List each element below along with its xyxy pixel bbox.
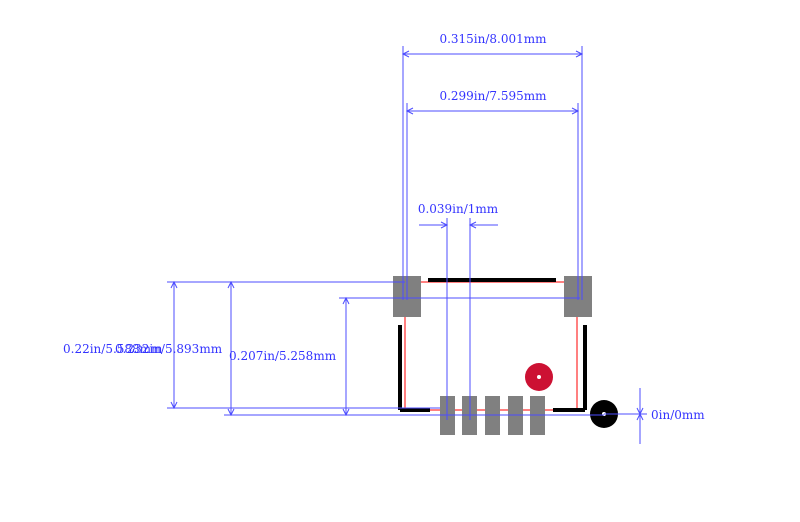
courtyard-outline: [404, 281, 578, 411]
dimension-label-height-c: 0.207in/5.258mm: [229, 349, 337, 363]
dimension-label-origin-offset: 0in/0mm: [651, 408, 705, 422]
pin1-marker: [525, 363, 553, 391]
dimension-width-inner: 0.299in/7.595mm: [405, 89, 580, 300]
dimension-label-height-a: 0.22in/5.588mm: [63, 342, 163, 356]
silkscreen-outline: [398, 278, 587, 412]
dimension-pitch: 0.039in/1mm: [418, 202, 499, 420]
dimension-label-width-outer: 0.315in/8.001mm: [439, 32, 547, 46]
dimension-origin-offset: 0in/0mm: [604, 388, 705, 444]
dimension-height-b: 0.232in/5.893mm: [115, 280, 235, 417]
dimension-label-pitch: 0.039in/1mm: [418, 202, 499, 216]
dimension-label-height-b: 0.232in/5.893mm: [115, 342, 223, 356]
dimension-label-width-inner: 0.299in/7.595mm: [439, 89, 547, 103]
dimension-width-outer: 0.315in/8.001mm: [401, 32, 584, 300]
dimension-height-a: 0.22in/5.588mm: [63, 280, 178, 410]
dimension-height-c: 0.207in/5.258mm: [229, 296, 350, 417]
